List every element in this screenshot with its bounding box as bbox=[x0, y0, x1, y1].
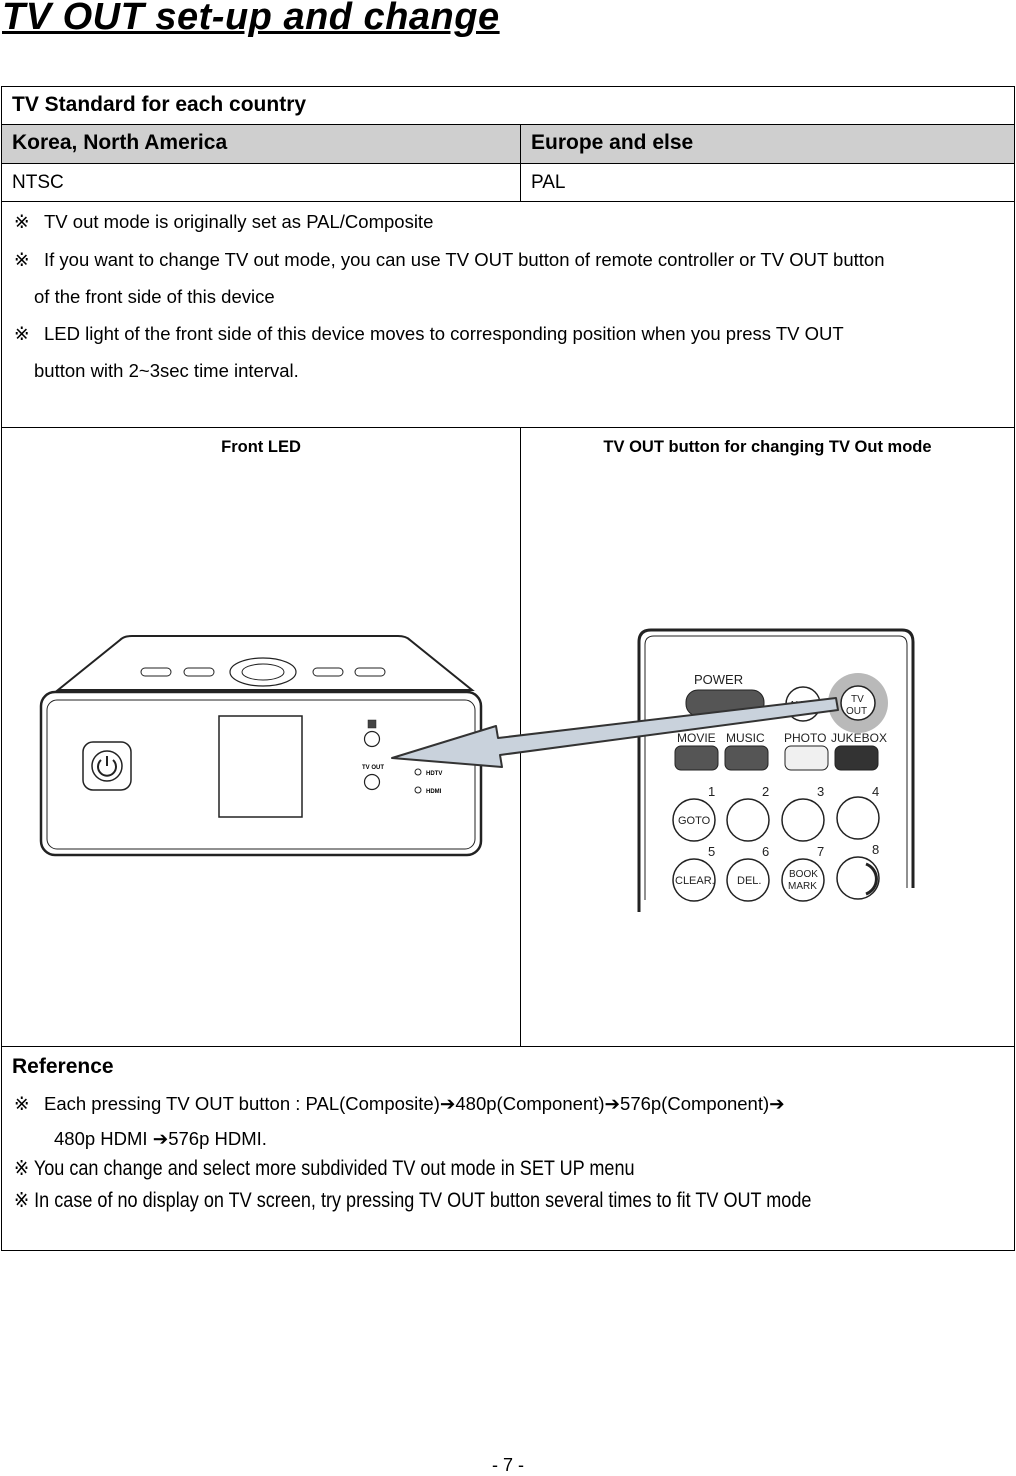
value-cell-pal: PAL bbox=[521, 164, 1014, 201]
reference-setup-note: ※ You can change and select more subdivi… bbox=[14, 1157, 635, 1180]
note-3: ※LED light of the front side of this dev… bbox=[14, 323, 844, 344]
tvout-button-caption: TV OUT button for changing TV Out mode bbox=[603, 438, 932, 456]
figure-right-cell: TV OUT button for changing TV Out mode bbox=[521, 428, 1014, 1046]
value-cell-ntsc: NTSC bbox=[2, 164, 521, 201]
reference-sequence: ※Each pressing TV OUT button : PAL(Compo… bbox=[14, 1093, 785, 1114]
header-cell-europe: Europe and else bbox=[521, 125, 1014, 163]
reference-sequence-cont: 480p HDMI ➔576p HDMI. bbox=[54, 1128, 267, 1149]
figures-row: Front LED TV OUT button for changing TV … bbox=[2, 428, 1014, 1047]
table-caption: TV Standard for each country bbox=[12, 93, 307, 116]
header-korea: Korea, North America bbox=[12, 131, 228, 154]
reference-no-display-note: ※ In case of no display on TV screen, tr… bbox=[14, 1189, 812, 1212]
arrow-icon: ➔ bbox=[439, 1093, 456, 1114]
arrow-icon: ➔ bbox=[769, 1093, 785, 1114]
note-2: ※If you want to change TV out mode, you … bbox=[14, 249, 885, 270]
header-europe: Europe and else bbox=[531, 131, 694, 154]
page-number: - 7 - bbox=[491, 1455, 524, 1475]
note-3-cont: button with 2~3sec time interval. bbox=[34, 360, 299, 381]
table-value-row: NTSC PAL bbox=[2, 164, 1014, 202]
front-led-caption: Front LED bbox=[221, 438, 301, 456]
header-cell-korea: Korea, North America bbox=[2, 125, 521, 163]
value-pal: PAL bbox=[531, 172, 566, 193]
arrow-icon: ➔ bbox=[152, 1128, 169, 1149]
arrow-icon: ➔ bbox=[604, 1093, 621, 1114]
note-2-cont: of the front side of this device bbox=[34, 286, 275, 307]
tv-standard-table: TV Standard for each country Korea, Nort… bbox=[1, 86, 1015, 1251]
notes-row: ※TV out mode is originally set as PAL/Co… bbox=[2, 202, 1014, 428]
value-ntsc: NTSC bbox=[12, 172, 64, 193]
table-header-row: Korea, North America Europe and else bbox=[2, 125, 1014, 164]
page-title: TV OUT set-up and change bbox=[2, 0, 500, 38]
note-1: ※TV out mode is originally set as PAL/Co… bbox=[14, 211, 434, 232]
reference-title: Reference bbox=[12, 1055, 114, 1078]
table-caption-row: TV Standard for each country bbox=[2, 87, 1014, 125]
reference-row: Reference ※Each pressing TV OUT button :… bbox=[2, 1047, 1014, 1250]
figure-left-cell: Front LED bbox=[2, 428, 521, 1046]
